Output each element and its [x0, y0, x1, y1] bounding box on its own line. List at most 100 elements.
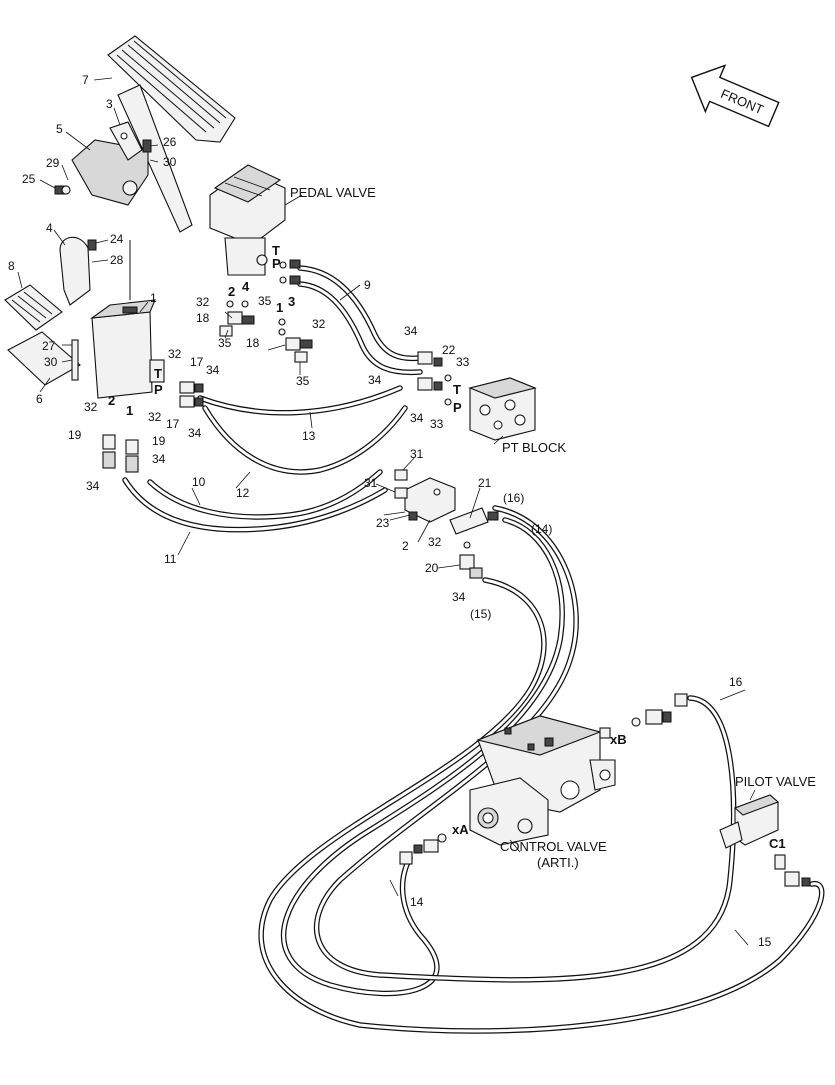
leader-lines: [17, 77, 756, 946]
callout-33b: 33: [430, 417, 444, 431]
port-4-pedal: 4: [242, 279, 250, 294]
callout-34f: 34: [152, 452, 166, 466]
callout-19a: 19: [68, 428, 82, 442]
callout-10: 10: [192, 475, 206, 489]
valve-body-1: [90, 240, 165, 399]
port-labels: T P T P T P xA xB C1 2 4 1 3 2 1: [108, 243, 786, 851]
callout-18a: 18: [196, 311, 210, 325]
elbow-20: [459, 541, 483, 579]
callout-30a: 30: [163, 155, 177, 169]
callout-31b: 31: [364, 476, 378, 490]
port-3-pedal: 3: [288, 294, 295, 309]
callout-3: 3: [106, 97, 113, 111]
callout-34a: 34: [404, 324, 418, 338]
port-p-ptblock: P: [453, 400, 462, 415]
control-valve-label: CONTROL VALVE: [500, 839, 607, 854]
callout-1: 1: [150, 291, 157, 305]
callout-35c: 35: [296, 374, 310, 388]
callout-7: 7: [82, 73, 89, 87]
callout-14: 14: [410, 895, 424, 909]
callout-22: 22: [442, 343, 456, 357]
callout-2: 2: [402, 539, 409, 553]
callout-6: 6: [36, 392, 43, 406]
callout-8: 8: [8, 259, 15, 273]
callout-34d: 34: [206, 363, 220, 377]
control-valve: [399, 693, 688, 865]
callout-17b: 17: [166, 417, 180, 431]
callout-32e: 32: [84, 400, 98, 414]
pt-block-label: PT BLOCK: [502, 440, 566, 455]
callout-35a: 35: [258, 294, 272, 308]
port-2-pedal: 2: [228, 284, 235, 299]
callout-24: 24: [110, 232, 124, 246]
callout-15: 15: [758, 935, 772, 949]
port-t-pedal: T: [272, 243, 280, 258]
fittings-22: [417, 351, 443, 391]
callout-27: 27: [42, 339, 56, 353]
port-xa: xA: [452, 822, 469, 837]
callout-11: 11: [164, 552, 177, 566]
callout-34b: 34: [368, 373, 382, 387]
tee-21: [449, 507, 499, 535]
callout-34h: 34: [452, 590, 466, 604]
callout-14-ref: (14): [531, 522, 552, 536]
hose-11: [122, 477, 388, 533]
port-t-valve1: T: [154, 366, 162, 381]
pedal-valve: [209, 164, 301, 285]
callout-33a: 33: [456, 355, 470, 369]
callout-19b: 19: [152, 434, 166, 448]
callout-32c: 32: [168, 347, 182, 361]
callout-32b: 32: [312, 317, 326, 331]
pedal-7: [107, 35, 236, 233]
callout-23: 23: [376, 516, 390, 530]
callout-18b: 18: [246, 336, 260, 350]
fittings-17: [179, 381, 204, 408]
part-numbers: 1 2 3 4 5 6 7 8 9 10 11 12 13 14 15 16 1…: [8, 73, 772, 949]
front-arrow-icon: FRONT: [690, 64, 780, 128]
pilot-valve-label: PILOT VALVE: [735, 774, 816, 789]
port-p-valve1: P: [154, 382, 163, 397]
pt-block: [444, 374, 537, 441]
bracket-4: [59, 236, 97, 306]
fittings-19: [102, 434, 139, 473]
callout-32f: 32: [428, 535, 442, 549]
callout-26: 26: [163, 135, 177, 149]
port-xb: xB: [610, 732, 627, 747]
component-labels: PEDAL VALVE PT BLOCK CONTROL VALVE (ARTI…: [290, 185, 816, 870]
port-p-pedal: P: [272, 256, 281, 271]
callout-34e: 34: [188, 426, 202, 440]
pedal-8: [4, 284, 81, 386]
pedal-valve-label: PEDAL VALVE: [290, 185, 376, 200]
callout-31a: 31: [410, 447, 424, 461]
callout-21: 21: [478, 476, 492, 490]
bracket-5: [54, 121, 152, 206]
callout-13: 13: [302, 429, 316, 443]
callout-16-ref: (16): [503, 491, 524, 505]
callout-5: 5: [56, 122, 63, 136]
callout-4: 4: [46, 221, 53, 235]
callout-28: 28: [110, 253, 124, 267]
port-t-ptblock: T: [453, 382, 461, 397]
callout-16: 16: [729, 675, 743, 689]
callout-32a: 32: [196, 295, 210, 309]
port-2-valve1: 2: [108, 393, 115, 408]
callout-30b: 30: [44, 355, 58, 369]
hose-group: [122, 265, 825, 1034]
port-c1: C1: [769, 836, 786, 851]
block-2: [394, 469, 456, 523]
callout-34g: 34: [86, 479, 100, 493]
port-1-valve1: 1: [126, 403, 133, 418]
callout-15-ref: (15): [470, 607, 491, 621]
callout-17a: 17: [190, 355, 204, 369]
callout-29: 29: [46, 156, 60, 170]
pilot-valve: [719, 794, 811, 887]
callout-25: 25: [22, 172, 36, 186]
control-valve-sublabel: (ARTI.): [537, 855, 579, 870]
callout-12: 12: [236, 486, 250, 500]
port-1-pedal: 1: [276, 300, 283, 315]
callout-34c: 34: [410, 411, 424, 425]
callout-32d: 32: [148, 410, 162, 424]
callout-9: 9: [364, 278, 371, 292]
